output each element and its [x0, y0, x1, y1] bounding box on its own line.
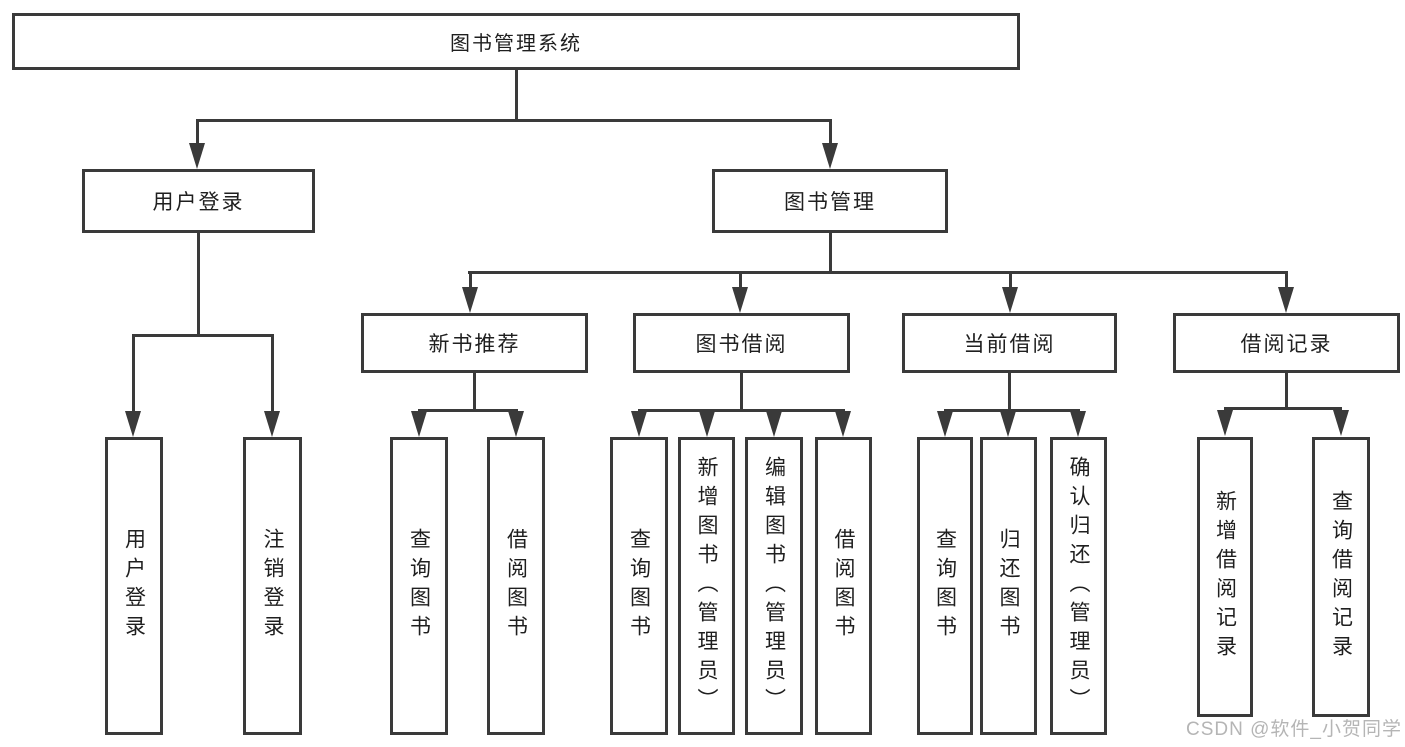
arrow-down-icon [264, 411, 280, 437]
connector-stem [1008, 373, 1011, 411]
leaf-query-books-current: 查询图书 [917, 437, 973, 735]
connector-stem [1285, 373, 1288, 409]
node-borrowing-records: 借阅记录 [1173, 313, 1400, 373]
arrow-down-icon [1333, 410, 1349, 436]
leaf-label: 编辑图书（管理员） [762, 455, 786, 717]
arrow-down-icon [1278, 287, 1294, 313]
arrow-down-icon [1002, 287, 1018, 313]
leaf-logout: 注销登录 [243, 437, 302, 735]
arrow-down-icon [508, 411, 524, 437]
node-new-book-recommend: 新书推荐 [361, 313, 588, 373]
arrow-down-icon [822, 143, 838, 169]
arrow-down-icon [835, 411, 851, 437]
connector-drop-leaf [271, 334, 274, 412]
leaf-label: 用户登录 [122, 528, 146, 644]
leaf-label: 借阅图书 [832, 528, 855, 644]
leaf-label: 查询图书 [407, 528, 431, 644]
leaf-add-book-admin: 新增图书（管理员） [678, 437, 735, 735]
arrow-down-icon [631, 411, 647, 437]
connector-root-stem [515, 70, 518, 120]
leaf-edit-book-admin: 编辑图书（管理员） [745, 437, 803, 735]
csdn-watermark: CSDN @软件_小贺同学 [1186, 719, 1402, 740]
leaf-borrow-books-recommend: 借阅图书 [487, 437, 545, 735]
connector-stem [740, 373, 743, 411]
leaf-label: 新增图书（管理员） [695, 455, 718, 717]
arrow-down-icon [1070, 411, 1086, 437]
arrow-down-icon [732, 287, 748, 313]
connector-drop-module [1285, 271, 1288, 288]
leaf-label: 归还图书 [997, 528, 1020, 644]
leaf-borrow-books-borrowing: 借阅图书 [815, 437, 872, 735]
leaf-confirm-return-admin: 确认归还（管理员） [1050, 437, 1107, 735]
arrow-down-icon [125, 411, 141, 437]
arrow-down-icon [766, 411, 782, 437]
node-book-management: 图书管理 [712, 169, 948, 233]
leaf-label: 注销登录 [261, 528, 284, 644]
node-label: 当前借阅 [963, 333, 1056, 356]
arrow-down-icon [189, 143, 205, 169]
leaf-add-borrow-record: 新增借阅记录 [1197, 437, 1253, 717]
connector-bar [418, 409, 518, 412]
leaf-label: 查询图书 [627, 528, 651, 644]
connector-stem [473, 373, 476, 411]
node-label: 图书管理 [784, 191, 876, 214]
leaf-query-borrow-record: 查询借阅记录 [1312, 437, 1370, 717]
node-current-borrowing: 当前借阅 [902, 313, 1117, 373]
leaf-label: 确认归还（管理员） [1067, 455, 1090, 717]
connector-bar [1224, 407, 1342, 410]
arrow-down-icon [1000, 411, 1016, 437]
arrow-down-icon [937, 411, 953, 437]
leaf-user-login: 用户登录 [105, 437, 163, 735]
leaf-return-book: 归还图书 [980, 437, 1037, 735]
connector-drop-leaf [132, 334, 135, 412]
node-book-borrowing: 图书借阅 [633, 313, 850, 373]
connector-bar [944, 409, 1080, 412]
node-label: 新书推荐 [428, 333, 521, 356]
node-label: 图书管理系统 [450, 33, 582, 55]
node-label: 借阅记录 [1240, 333, 1333, 356]
connector-drop-module [739, 271, 742, 288]
arrow-down-icon [462, 287, 478, 313]
connector-root-bar [197, 119, 832, 122]
node-user-login: 用户登录 [82, 169, 315, 233]
node-label: 用户登录 [152, 191, 245, 214]
node-label: 图书借阅 [695, 333, 788, 356]
connector-user-login-stem [197, 233, 200, 336]
leaf-label: 新增借阅记录 [1213, 490, 1237, 664]
connector-drop-user-login [196, 119, 199, 145]
connector-drop-book-management [829, 119, 832, 145]
arrow-down-icon [411, 411, 427, 437]
node-library-management-system: 图书管理系统 [12, 13, 1020, 70]
leaf-label: 查询图书 [933, 528, 957, 644]
leaf-query-books-borrowing: 查询图书 [610, 437, 668, 735]
connector-book-management-bar [468, 271, 1288, 274]
connector-user-login-bar [132, 334, 274, 337]
connector-drop-module [469, 271, 472, 288]
leaf-query-books-recommend: 查询图书 [390, 437, 448, 735]
leaf-label: 借阅图书 [504, 528, 528, 644]
arrow-down-icon [699, 411, 715, 437]
connector-drop-module [1009, 271, 1012, 288]
connector-bar [638, 409, 845, 412]
arrow-down-icon [1217, 410, 1233, 436]
connector-book-management-stem [829, 233, 832, 273]
leaf-label: 查询借阅记录 [1329, 490, 1353, 664]
